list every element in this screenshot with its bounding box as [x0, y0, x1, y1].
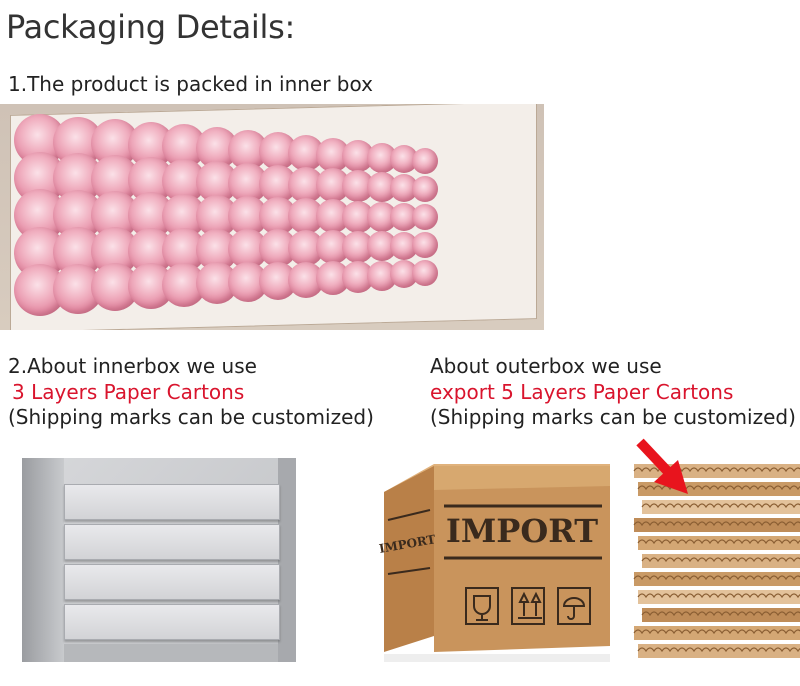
- corrugated-layers-photo: [628, 436, 800, 664]
- corrugated-flute: [637, 593, 800, 599]
- cardboard-layer: [634, 626, 800, 640]
- cardboard-layer: [638, 590, 800, 604]
- cardboard-layer: [634, 518, 800, 532]
- box-flap: [434, 466, 610, 490]
- flowers-in-inner-box-photo: [0, 104, 544, 330]
- side-rule-bottom: [387, 567, 431, 575]
- innerbox-heading: 2.About innerbox we use: [8, 354, 257, 378]
- corrugated-flute: [641, 611, 800, 617]
- corrugated-flute: [633, 629, 800, 635]
- flower: [412, 148, 438, 174]
- this-way-up-icon: [511, 587, 545, 625]
- page-title: Packaging Details:: [6, 8, 295, 46]
- keep-dry-icon: [557, 587, 591, 625]
- box-shadow: [384, 654, 610, 662]
- stacked-inner-boxes-photo: [22, 458, 296, 662]
- corrugated-flute: [633, 575, 800, 581]
- carton-wall-left: [22, 458, 64, 662]
- flower: [412, 176, 438, 202]
- outerbox-heading: About outerbox we use: [430, 354, 662, 378]
- corrugated-flute: [641, 557, 800, 563]
- cardboard-layer: [642, 500, 800, 514]
- flower: [412, 204, 438, 230]
- corrugated-flute: [633, 521, 800, 527]
- carton-wall-right: [278, 458, 296, 662]
- cardboard-layer: [642, 554, 800, 568]
- cardboard-layers: [633, 464, 800, 658]
- box-left-side: [384, 466, 434, 652]
- stacked-box: [64, 564, 280, 600]
- stacked-box: [64, 604, 280, 640]
- corrugated-flute: [637, 647, 800, 653]
- carton-floor: [64, 644, 278, 662]
- section1-text: 1.The product is packed in inner box: [8, 72, 373, 96]
- stacked-box: [64, 524, 280, 560]
- stacked-box: [64, 484, 280, 520]
- side-rule-top: [387, 509, 431, 521]
- flower: [412, 260, 438, 286]
- import-box-svg: IMPORT IMPORT: [378, 464, 610, 662]
- fragile-glass-icon: [465, 587, 499, 625]
- flower: [412, 232, 438, 258]
- cardboard-layer: [634, 572, 800, 586]
- outerbox-shipping-note: (Shipping marks can be customized): [430, 405, 796, 429]
- red-arrow-icon: [636, 438, 688, 494]
- innerbox-carton-type: 3 Layers Paper Cartons: [12, 380, 245, 404]
- cardboard-layer: [638, 536, 800, 550]
- corrugated-svg: [633, 438, 800, 658]
- innerbox-shipping-note: (Shipping marks can be customized): [8, 405, 374, 429]
- corrugated-flute: [641, 503, 800, 509]
- import-front-text: IMPORT: [446, 512, 598, 550]
- cardboard-layer: [642, 608, 800, 622]
- corrugated-flute: [637, 539, 800, 545]
- cardboard-layer: [638, 644, 800, 658]
- outerbox-carton-type: export 5 Layers Paper Cartons: [430, 380, 734, 404]
- import-outer-box-illustration: IMPORT IMPORT: [374, 456, 614, 664]
